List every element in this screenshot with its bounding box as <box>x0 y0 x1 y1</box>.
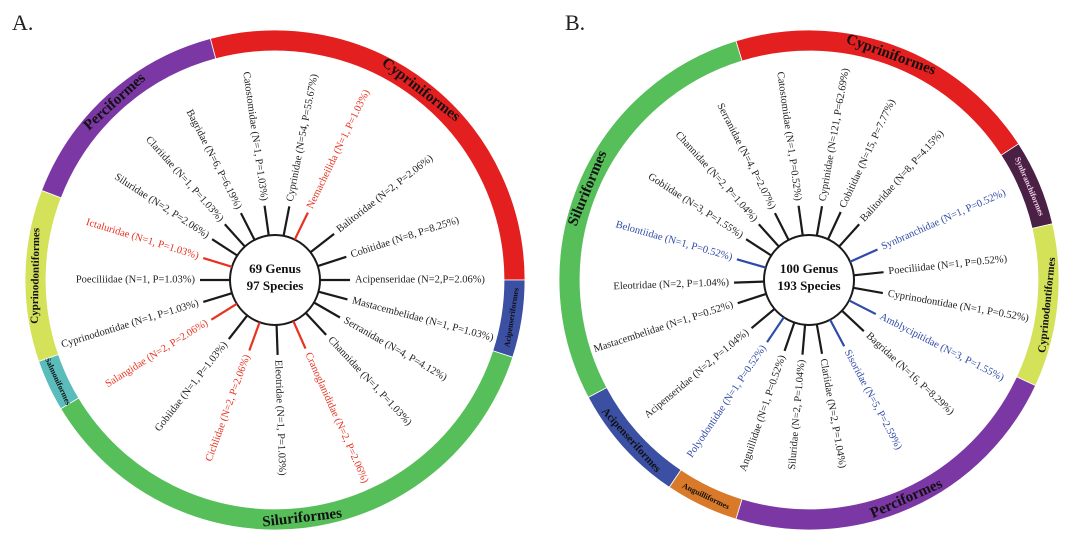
leaf-label-balitoridae: Balitoridae (N=2, P=2.06%) <box>335 153 436 235</box>
branch-eleotridae <box>734 280 765 284</box>
leaf-label-mastacembelidae: Mastacembelidae (N=1, P=0.52%) <box>592 299 735 355</box>
branch-polyodontidae <box>766 316 785 343</box>
ring-segment-perciformes <box>41 38 217 199</box>
branch-mastacembelidae <box>737 292 767 305</box>
branch-cyprinidae <box>282 206 291 237</box>
branch-siluridae <box>211 238 238 257</box>
branch-mastacembelidae <box>318 290 348 301</box>
leaf-label-serranidae: Serranidae (N=4, P=2.07%) <box>714 102 777 212</box>
branch-cobitidae <box>827 211 842 240</box>
branch-synbranchidae <box>849 248 878 263</box>
branch-gobiidae <box>227 314 249 340</box>
leaf-label-amblycipitidae: Amblycipitidae (N=3, P=1.55%) <box>878 311 1006 384</box>
branch-catostomidae <box>797 205 804 236</box>
panel-b-species-count: 193 Species <box>777 278 840 293</box>
panel-a-genus-count: 69 Genus <box>249 261 301 276</box>
branch-cyprinidae <box>815 205 824 236</box>
leaf-label-eleotridae: Eleotridae (N=1, P=1.03%) <box>272 360 287 476</box>
branch-balitoridae <box>838 223 861 248</box>
panel-b-label: B. <box>565 10 585 35</box>
branch-anguillidae <box>783 322 796 352</box>
leaf-label-catostomidae: Catostomidae (N=1, P=1.03%) <box>240 71 269 202</box>
ring-label-cypriniformes: Cypriniformes <box>379 55 464 125</box>
branch-cyprinodontidae <box>853 286 884 295</box>
branch-cranoglanididae <box>292 320 307 349</box>
leaf-label-catostomidae: Catostomidae (N=1, P=0.52%) <box>774 71 803 202</box>
leaf-label-acipenseridae: Acipenseridae (N=2,P=2.06%) <box>355 275 485 286</box>
panel-b-genus-count: 100 Genus <box>780 261 838 276</box>
branch-channidae <box>304 312 327 336</box>
branch-serranidae <box>773 212 790 241</box>
branch-cichlidae <box>248 321 261 351</box>
ring-label-perciformes: Perciformes <box>81 70 149 134</box>
panel-a-label: A. <box>12 10 33 35</box>
branch-balitoridae <box>309 232 335 254</box>
branch-acipenseridae <box>750 308 776 330</box>
leaf-label-poeciliidae: Poeciliidae (N=1, P=0.52%) <box>888 254 1008 277</box>
leaf-label-cyprinidae: Cyprinidae (N=121, P=62.69%) <box>817 67 851 202</box>
branch-bagridae <box>841 309 865 332</box>
branch-catostomidae <box>263 205 270 236</box>
branch-eleotridae <box>275 324 279 355</box>
leaf-label-siluridae: Siluridae (N=2, P=1.04%) <box>787 359 808 470</box>
branch-cyprinodontidae <box>202 292 233 303</box>
branch-siluridae <box>801 324 807 355</box>
branch-poeciliidae <box>853 271 884 277</box>
tree-root-circle <box>763 234 855 326</box>
ring-segment-siluriformes <box>558 40 743 398</box>
panel-a: A. CypriniformesAcipenseriformesSilurifo… <box>12 10 526 530</box>
ring-label-cyprinodontiformes: Cyprinodontiformes <box>29 227 43 324</box>
leaf-label-clariidae: Clariidae (N=2, P=1.04%) <box>817 358 847 470</box>
leaf-label-cyprinodontidae: Cyprinodontidae (N=1, P=0.52%) <box>887 288 1030 324</box>
branch-clariidae <box>223 223 246 248</box>
panel-a-center: 69 Genus 97 Species <box>247 261 304 293</box>
branch-serranidae <box>313 301 341 319</box>
panel-b-center: 100 Genus 193 Species <box>777 261 840 293</box>
leaf-label-poeciliidae: Poeciliidae (N=1, P=1.03%) <box>76 275 196 286</box>
branch-belontiidae <box>736 258 767 269</box>
leaf-label-cobitidae: Cobitidae (N=8, P=8.25%) <box>349 215 461 261</box>
leaf-label-eleotridae: Eleotridae (N=2, P=1.04%) <box>613 277 729 292</box>
panel-b: B. CypriniformesSynbranchiformesCyprinod… <box>558 10 1060 531</box>
branch-amblycipitidae <box>848 299 877 316</box>
leaf-label-synbranchidae: Synbranchidae (N=1, P=0.52%) <box>880 187 1008 252</box>
leaf-label-acipenseridae: Acipenseridae (N=2, P=1.04%) <box>643 327 752 421</box>
branch-clariidae <box>815 324 824 355</box>
branch-gobiidae <box>745 238 772 257</box>
branch-sisoridae <box>829 319 846 347</box>
branch-bagridae <box>239 212 256 241</box>
branch-nemacheilida <box>293 212 309 241</box>
branch-ictaluridae <box>202 257 233 268</box>
branch-cobitidae <box>317 255 347 268</box>
branch-channidae <box>757 223 780 248</box>
branch-salangidae <box>210 302 238 321</box>
panel-a-species-count: 97 Species <box>247 278 304 293</box>
leaf-label-nemacheilida: Nemacheilida (N=1, P=1.03%) <box>305 88 372 211</box>
